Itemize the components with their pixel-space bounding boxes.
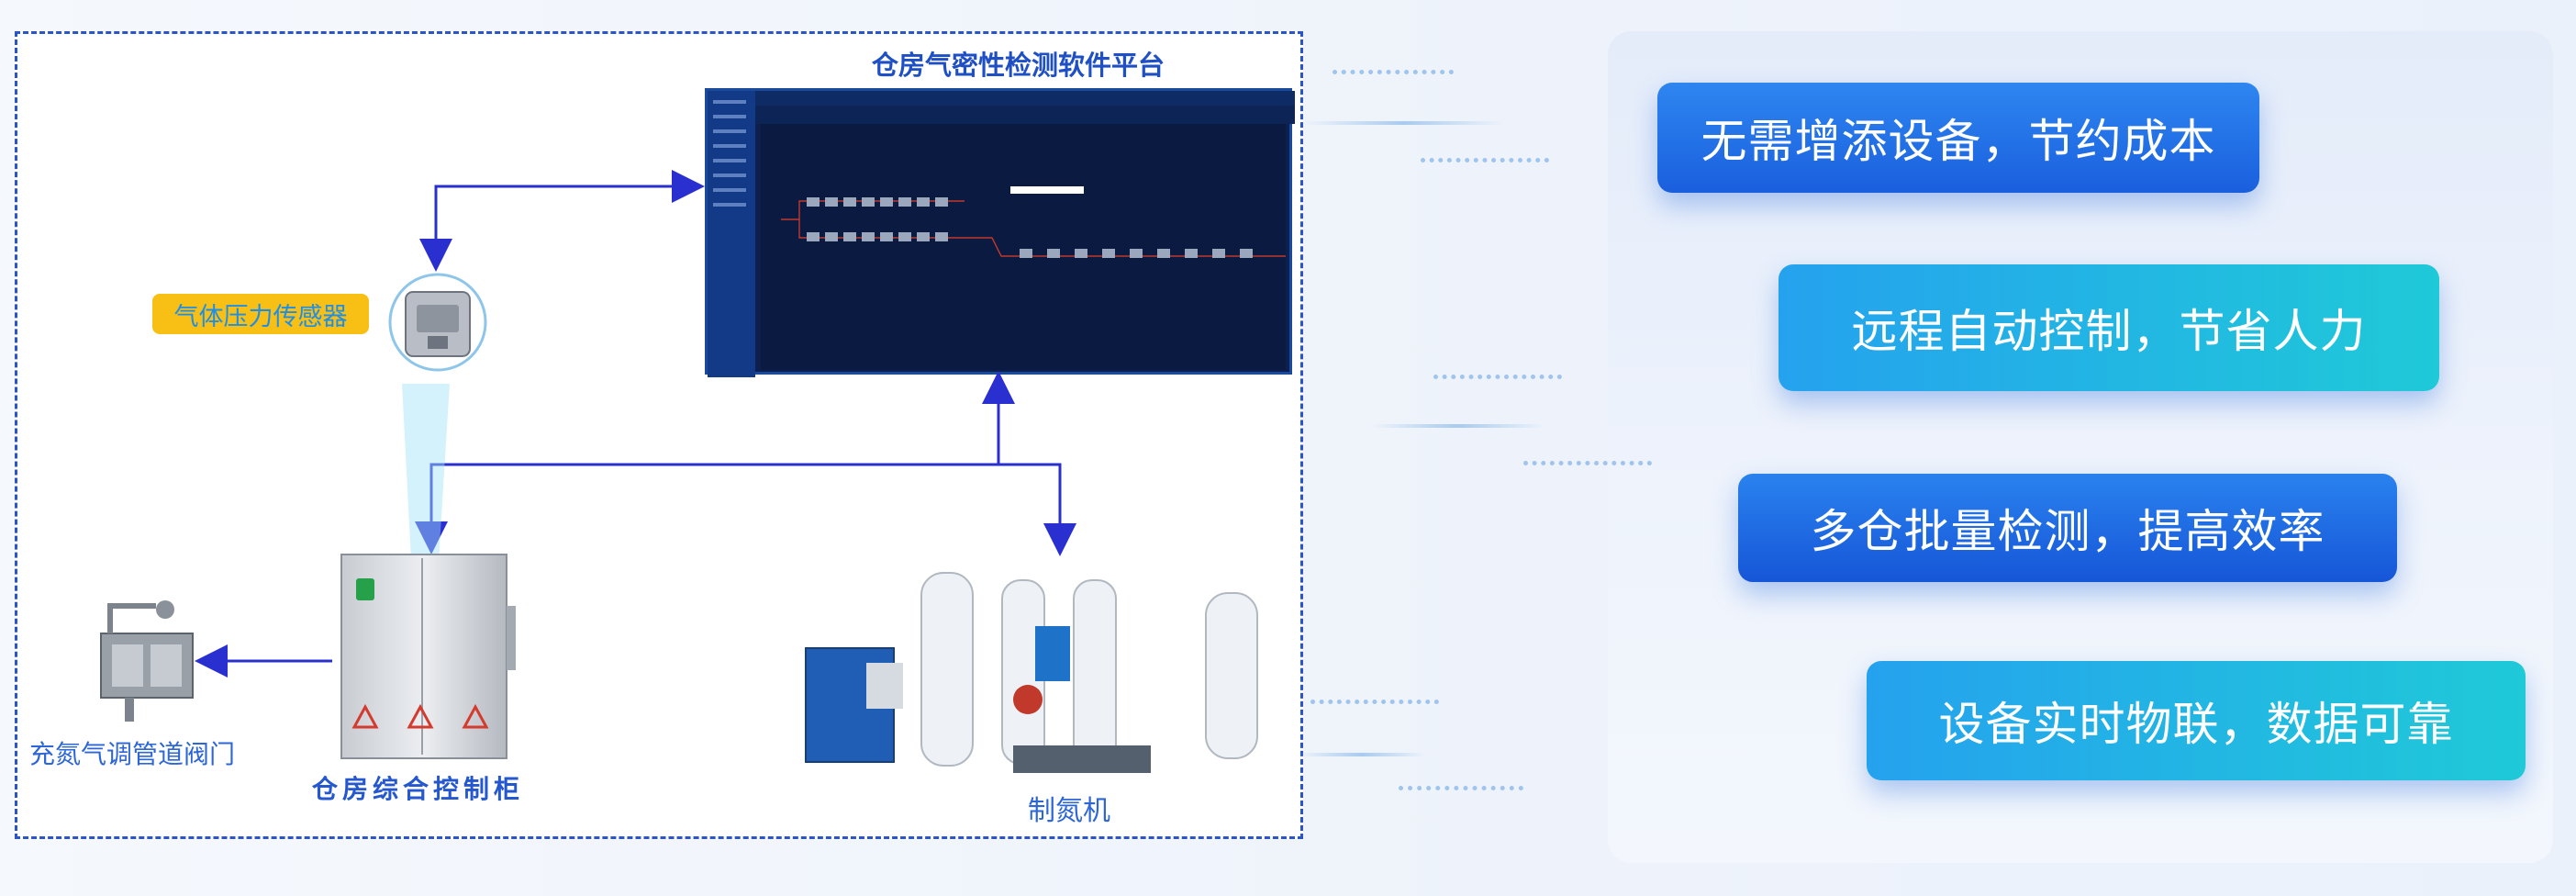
- decor-dots: [1333, 70, 1454, 74]
- feature-pill-remote: 远程自动控制，节省人力: [1779, 264, 2439, 391]
- platform-canvas: [761, 124, 1286, 370]
- feature-pill-iot: 设备实时物联，数据可靠: [1867, 661, 2526, 780]
- feature-text: 远程自动控制，节省人力: [1851, 305, 2367, 358]
- nitrogen-pipe-valve: [92, 597, 202, 725]
- feature-pill-cost: 无需增添设备，节约成本: [1657, 83, 2259, 193]
- decor-line: [1303, 121, 1505, 125]
- cabinet-label: 仓房综合控制柜: [312, 774, 525, 804]
- decor-line: [1371, 424, 1545, 428]
- platform-screen-graphic: [708, 91, 1295, 377]
- sensor-signal-beam: [402, 384, 450, 560]
- decor-dots: [1421, 158, 1549, 162]
- platform-filterbar: [755, 106, 1295, 124]
- decor-dots: [1433, 375, 1562, 379]
- sensor-to-platform-line: [434, 170, 705, 266]
- platform-sidebar: [708, 91, 755, 377]
- feature-text: 设备实时物联，数据可靠: [1938, 698, 2454, 751]
- valve-label: 充氮气调管道阀门: [29, 739, 236, 769]
- gas-pressure-sensor: [387, 272, 488, 373]
- feature-text: 无需增添设备，节约成本: [1701, 115, 2216, 168]
- software-platform-screenshot: [705, 88, 1295, 377]
- sidebar-menu-items: [713, 100, 746, 207]
- cabinet-to-generator-line: [429, 463, 1076, 556]
- nitrogen-generator: [802, 562, 1279, 782]
- sensor-label: 气体压力传感器: [152, 294, 369, 334]
- decor-line: [1298, 753, 1426, 756]
- control-cabinet: [338, 551, 518, 762]
- equipment-icons: [807, 186, 1253, 258]
- decor-dots: [1310, 700, 1439, 704]
- decor-dots: [1523, 461, 1652, 465]
- feature-pill-batch: 多仓批量检测，提高效率: [1738, 474, 2397, 582]
- platform-title: 仓房气密性检测软件平台: [872, 50, 1165, 81]
- platform-tabbar: [755, 91, 1295, 106]
- feature-text: 多仓批量检测，提高效率: [1810, 505, 2325, 558]
- decor-dots: [1399, 786, 1523, 790]
- generator-label: 制氮机: [1028, 795, 1110, 827]
